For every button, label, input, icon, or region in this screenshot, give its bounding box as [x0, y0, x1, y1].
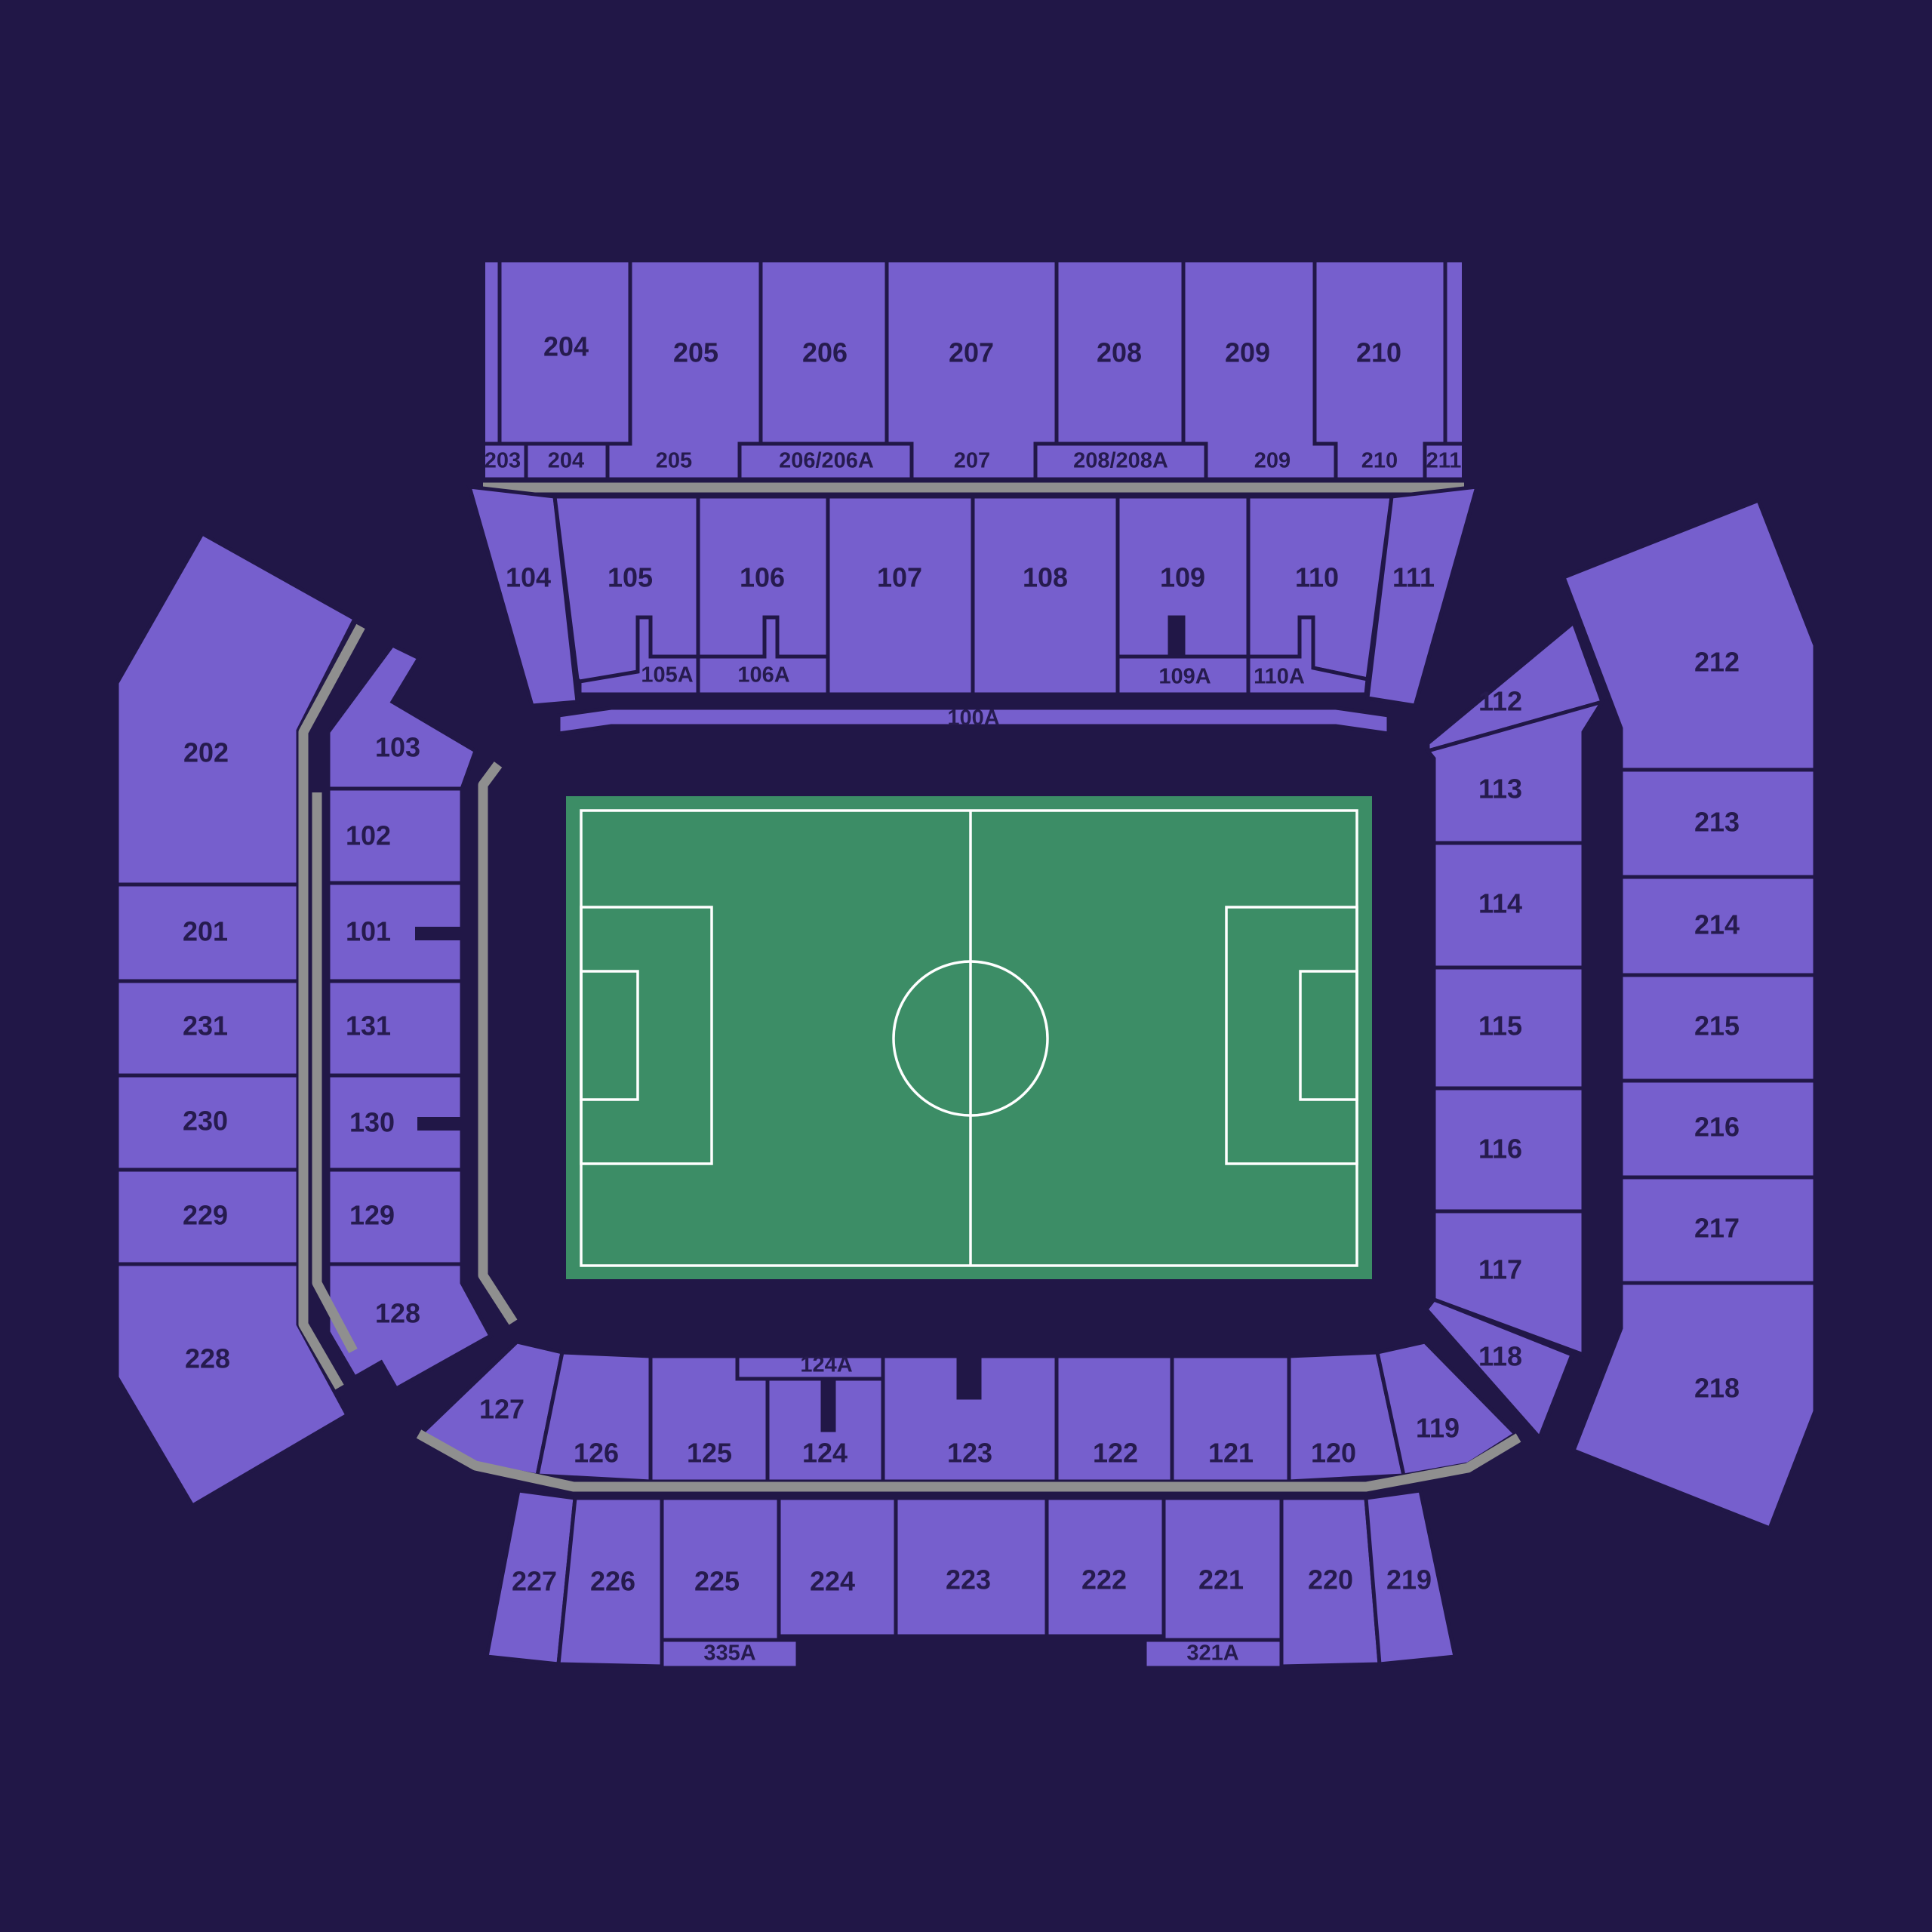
west-vomitory-130 [417, 1117, 462, 1131]
section-131[interactable] [326, 979, 464, 1078]
section-106a[interactable] [696, 615, 830, 697]
section-321a[interactable] [1143, 1638, 1284, 1670]
left-goal-box [580, 970, 639, 1101]
section-206-206a-lower[interactable] [737, 441, 914, 481]
section-114[interactable] [1432, 841, 1586, 970]
section-110[interactable] [1246, 494, 1394, 681]
section-215[interactable] [1619, 973, 1817, 1083]
section-201[interactable] [115, 882, 300, 983]
west-lower-tier [312, 642, 518, 1392]
section-115[interactable] [1432, 965, 1586, 1091]
centre-circle [892, 960, 1049, 1117]
section-123[interactable] [881, 1354, 1059, 1484]
west-lower-walkway [478, 761, 518, 1325]
south-walkway [416, 1429, 1521, 1492]
section-222[interactable] [1044, 1496, 1166, 1638]
section-225[interactable] [660, 1496, 781, 1642]
section-223[interactable] [894, 1496, 1049, 1638]
section-208-208a-lower[interactable] [1033, 441, 1208, 481]
section-118[interactable] [1423, 1297, 1575, 1441]
section-226[interactable] [556, 1496, 664, 1669]
section-224[interactable] [777, 1496, 898, 1638]
section-218[interactable] [1571, 1281, 1817, 1531]
section-105a[interactable] [577, 615, 700, 697]
north-lower-tier [466, 485, 1480, 736]
section-221[interactable] [1161, 1496, 1284, 1642]
pitch-surface [566, 796, 1372, 1279]
section-110a[interactable] [1246, 615, 1370, 697]
west-inner-walkway [312, 792, 358, 1354]
section-100a[interactable] [556, 706, 1391, 736]
section-116[interactable] [1432, 1086, 1586, 1214]
section-211-lower[interactable] [1423, 441, 1466, 481]
section-109a[interactable] [1115, 654, 1251, 697]
west-vomitory-101 [415, 927, 462, 940]
section-124a[interactable] [735, 1354, 908, 1381]
section-231[interactable] [115, 979, 300, 1078]
section-214[interactable] [1619, 875, 1817, 977]
pitch [566, 796, 1372, 1279]
east-lower-tier [1423, 619, 1607, 1441]
section-203-lower[interactable] [481, 441, 528, 481]
section-204-lower[interactable] [524, 441, 610, 481]
section-217[interactable] [1619, 1175, 1817, 1285]
south-upper-tier [485, 1488, 1458, 1670]
section-204[interactable] [497, 258, 632, 446]
section-228[interactable] [115, 1262, 350, 1509]
section-128[interactable] [326, 1262, 494, 1392]
section-109[interactable] [1115, 494, 1251, 659]
section-122[interactable] [1054, 1354, 1174, 1484]
section-121[interactable] [1170, 1354, 1291, 1484]
section-220[interactable] [1279, 1496, 1382, 1669]
section-102[interactable] [326, 786, 464, 885]
west-upper-walkway [298, 623, 365, 1390]
section-216[interactable] [1619, 1078, 1817, 1180]
section-117[interactable] [1432, 1209, 1586, 1358]
section-229[interactable] [115, 1168, 300, 1266]
north-upper-tier [481, 258, 1466, 493]
section-107[interactable] [826, 494, 975, 697]
section-108[interactable] [971, 494, 1120, 697]
section-104[interactable] [466, 485, 580, 708]
section-230[interactable] [115, 1073, 300, 1172]
section-219[interactable] [1364, 1488, 1458, 1666]
west-upper-tier [115, 531, 365, 1509]
section-129[interactable] [326, 1168, 464, 1266]
section-213[interactable] [1619, 768, 1817, 879]
section-335a[interactable] [660, 1638, 800, 1670]
section-208[interactable] [1054, 258, 1186, 446]
section-103[interactable] [326, 642, 478, 791]
section-111[interactable] [1365, 485, 1480, 708]
right-goal-box [1299, 970, 1358, 1101]
section-206[interactable] [758, 258, 889, 446]
east-upper-tier [1561, 497, 1817, 1531]
south-lower-tier [416, 1340, 1521, 1492]
